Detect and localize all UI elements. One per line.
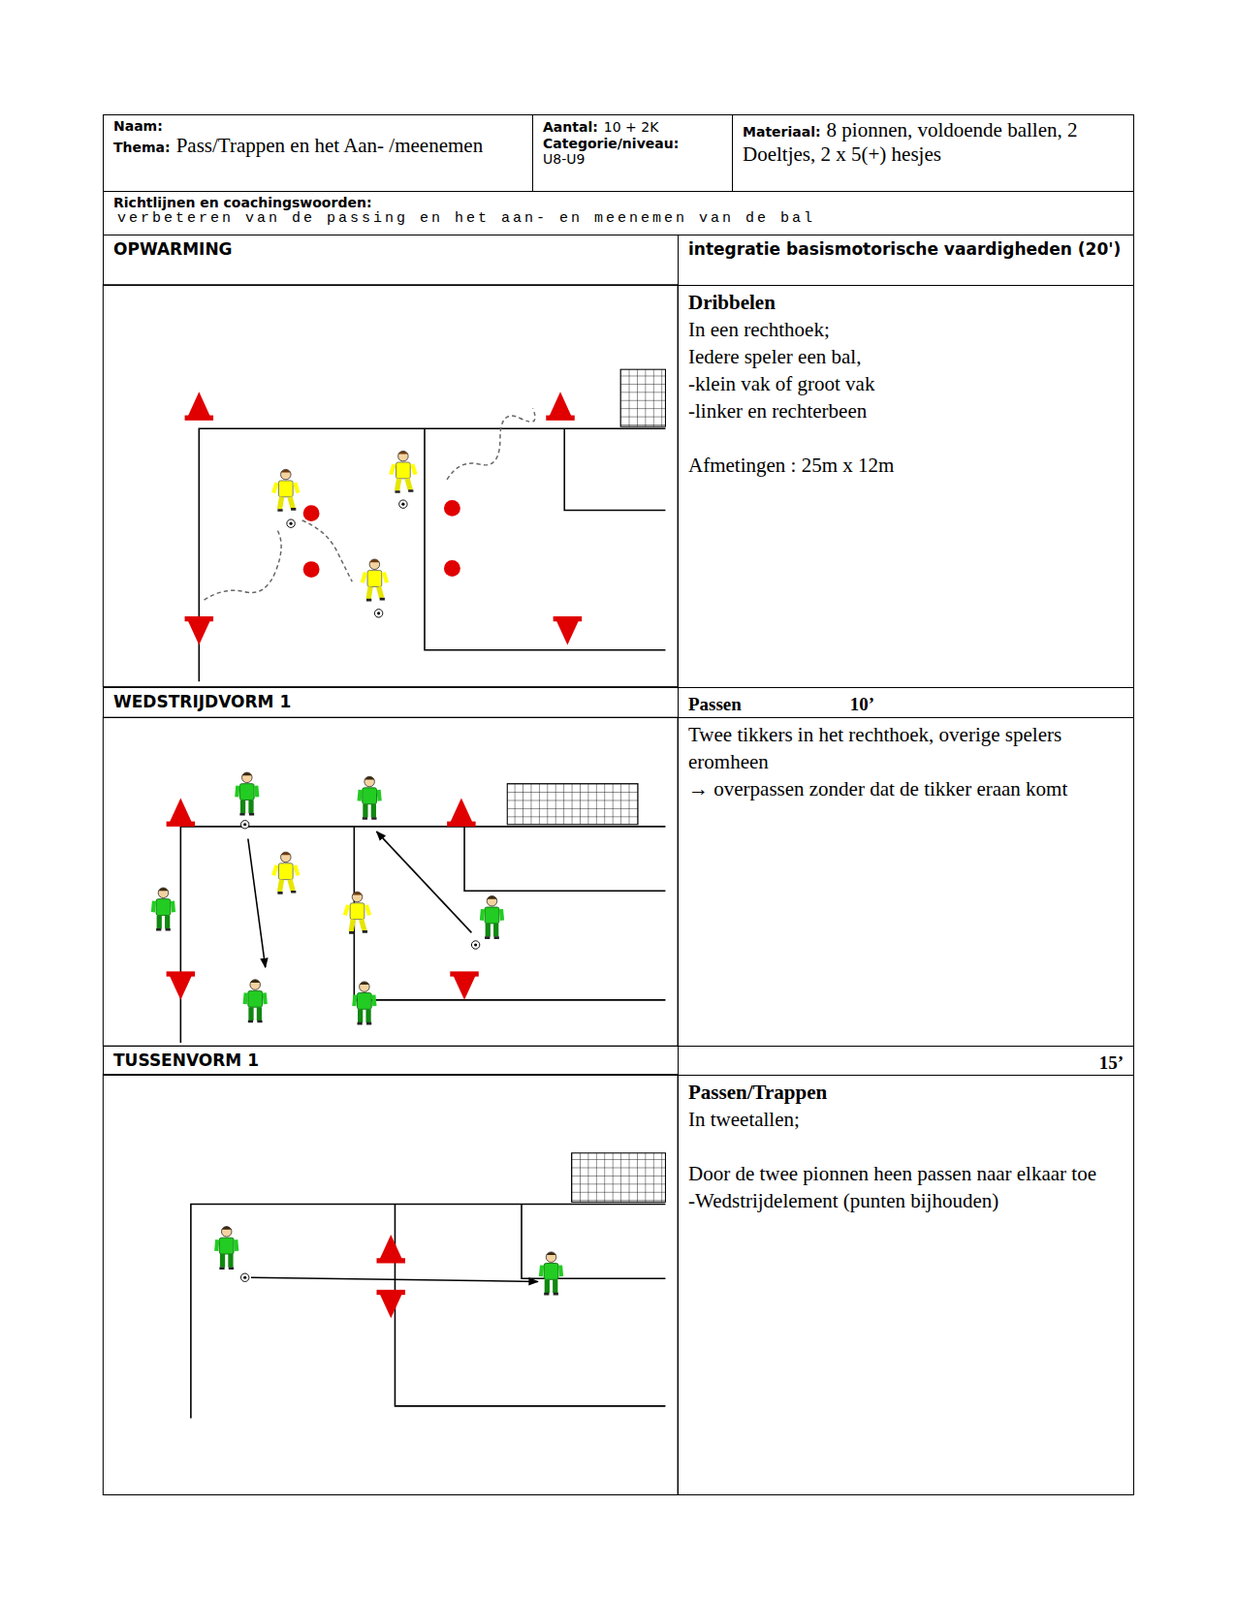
guideline-cell: Richtlijnen en coachingswoorden:verbeter… <box>102 190 1135 236</box>
cell-text: U8-U9 <box>542 151 723 167</box>
cell-text: Passen/Trappen <box>688 1078 1124 1107</box>
cell-text: → overpassen zonder dat de tikker eraan … <box>688 775 1124 803</box>
cell-text: Door de twee pionnen heen passen naar el… <box>688 1160 1124 1188</box>
section-subheader: integratie basismotorische vaardigheden … <box>677 234 1135 286</box>
cell-text: 10 + 2K <box>603 119 660 135</box>
cell-text: -klein vak of groot vak <box>688 370 1124 398</box>
cell-text: -linker en rechterbeen <box>688 397 1124 425</box>
section-subheader: 15’ <box>677 1045 1135 1077</box>
cell-text: Categorie/niveau: <box>542 135 723 152</box>
cell-text: integratie basismotorische vaardigheden … <box>688 238 1124 260</box>
cell-text: In tweetallen; <box>688 1106 1124 1134</box>
cell-text: OPWARMING <box>113 238 668 260</box>
cell-text: WEDSTRIJDVORM 1 <box>113 691 668 713</box>
cell-text: Iedere speler een bal, <box>688 343 1124 371</box>
header-cell: Materiaal:8 pionnen, voldoende ballen, 2… <box>731 114 1135 192</box>
section-header: WEDSTRIJDVORM 1 <box>102 687 679 719</box>
cell-text: In een rechthoek; <box>688 316 1124 344</box>
section-subheader: Passen 10’ <box>677 687 1135 719</box>
header-cell: Naam: Thema: Pass/Trappen en het Aan- /mee… <box>102 114 534 192</box>
cell-text: TUSSENVORM 1 <box>113 1049 668 1072</box>
header-cell: Aantal:10 + 2KCategorie/niveau:U8-U9 <box>532 114 733 192</box>
cell-text: Naam: <box>113 118 523 134</box>
cell-text: Afmetingen : 25m x 12m <box>688 451 1124 479</box>
cell-text: Twee tikkers in het rechthoek, overige s… <box>688 721 1124 776</box>
cell-text: Pass/Trappen en het Aan- /meenemen <box>176 133 484 158</box>
cell-text: Thema: <box>113 139 171 156</box>
cell-text: Materiaal: <box>742 124 822 140</box>
cell-text: Passen <box>688 694 742 715</box>
cell-text: -Wedstrijdelement (punten bijhouden) <box>688 1187 1124 1215</box>
cell-text: 10’ <box>850 694 875 715</box>
description-cell: Passen/TrappenIn tweetallen; Door de twee… <box>677 1075 1135 1496</box>
description-cell: DribbelenIn een rechthoek;Iedere speler … <box>677 285 1135 689</box>
section-header: TUSSENVORM 1 <box>102 1045 679 1077</box>
cell-text: verbeteren van de passing en het aan- en… <box>113 210 1124 228</box>
section-header: OPWARMING <box>102 234 679 286</box>
cell-text: 15’ <box>688 1049 1124 1077</box>
cell-text: Dribbelen <box>688 288 1124 317</box>
cell-text: Aantal: <box>542 119 599 135</box>
cell-text: Richtlijnen en coachingswoorden: <box>113 194 1124 211</box>
description-cell: Twee tikkers in het rechthoek, overige s… <box>677 717 1135 1047</box>
